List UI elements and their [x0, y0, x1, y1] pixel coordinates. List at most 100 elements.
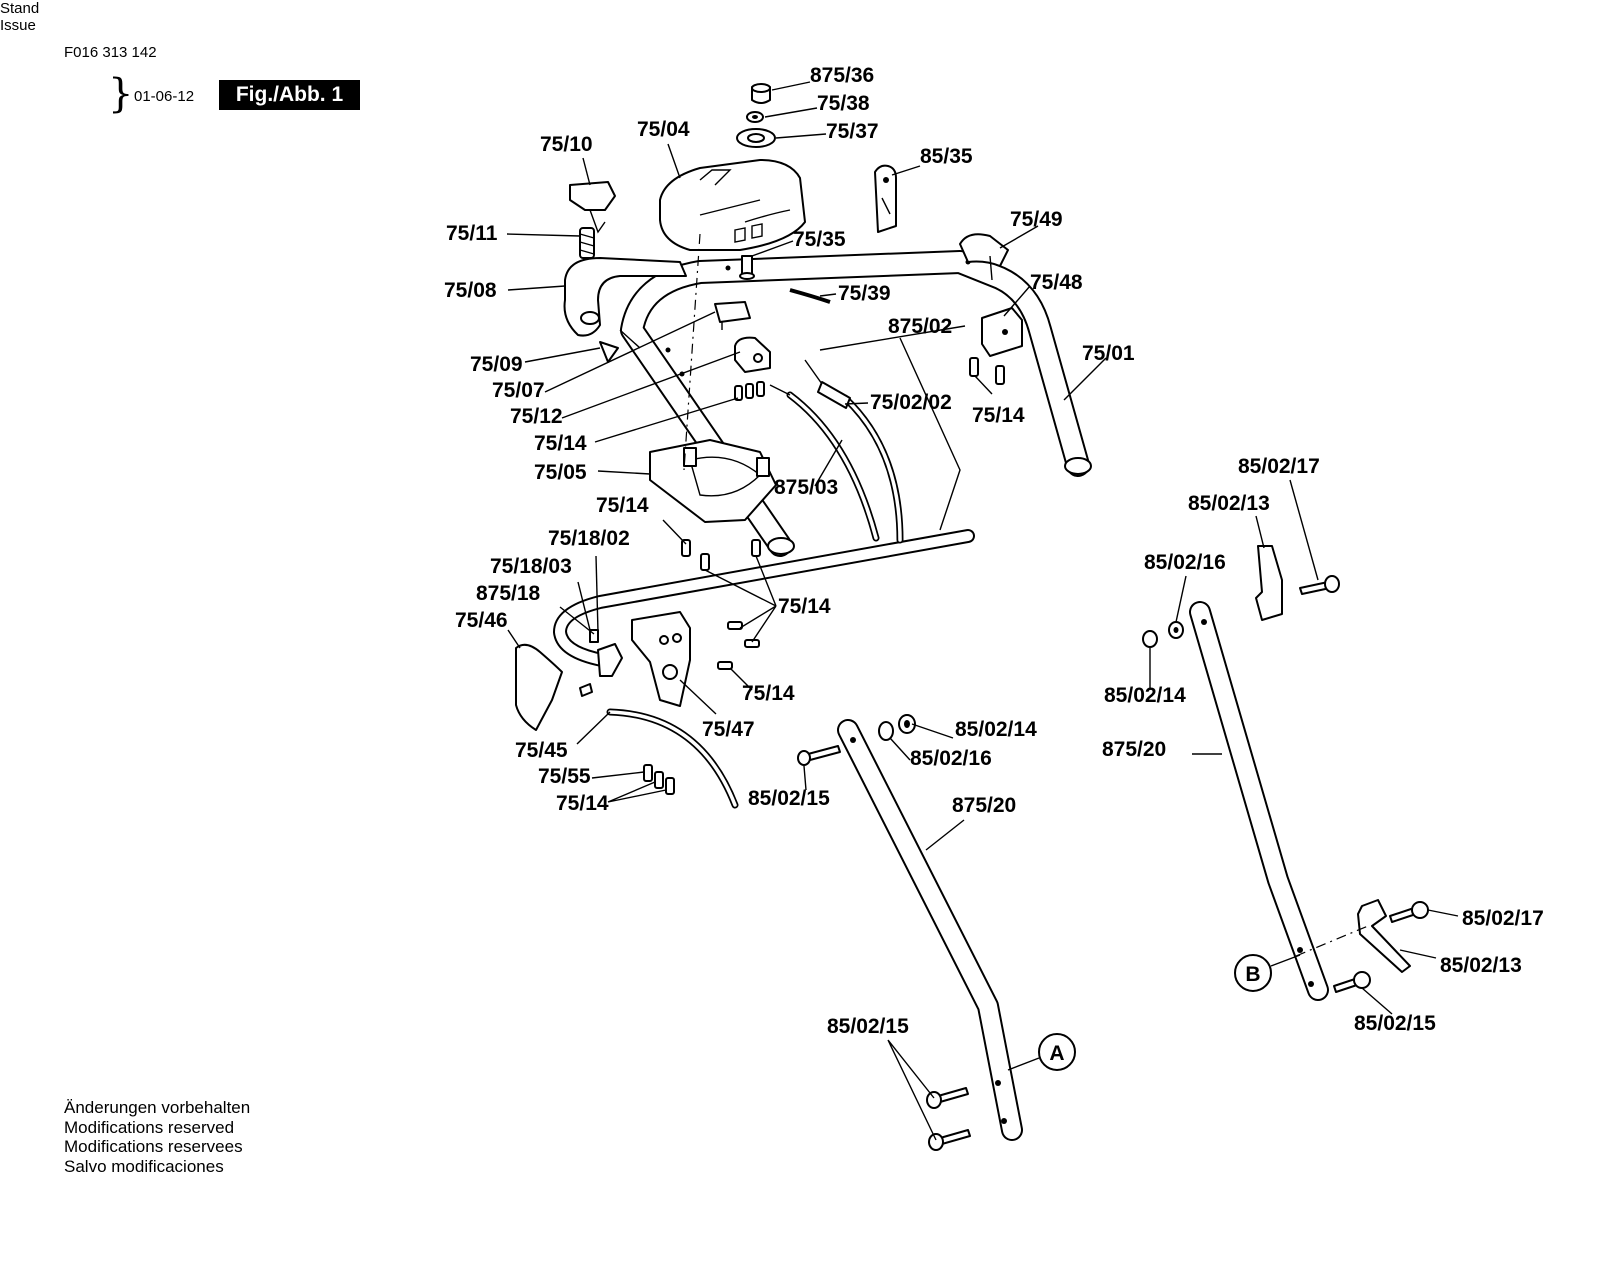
part-label: 75/39	[838, 282, 891, 305]
part-label: 875/20	[1102, 738, 1166, 761]
brace-glyph: }	[108, 71, 134, 117]
bolt-part	[1389, 901, 1429, 923]
note-line: Modifications reservees	[64, 1137, 243, 1156]
angle-bracket-part	[1255, 545, 1283, 621]
cable-part	[606, 359, 904, 809]
part-label: 75/14	[742, 682, 795, 705]
lower-tube-left-part	[837, 719, 1023, 1141]
part-label: 75/14	[534, 432, 587, 455]
part-label: 875/20	[952, 794, 1016, 817]
handle-frame-part	[620, 250, 1092, 557]
part-label: 85/02/13	[1440, 954, 1522, 977]
bolt-part	[1333, 971, 1371, 993]
part-label: 75/49	[1010, 208, 1063, 231]
part-label: 75/47	[702, 718, 755, 741]
switch-clip-part	[569, 181, 616, 234]
part-label: 75/09	[470, 353, 523, 376]
cable-segment-part	[789, 288, 831, 304]
issue-date: 01-06-12	[134, 88, 195, 105]
part-label: 85/02/15	[827, 1015, 909, 1038]
part-label: 75/55	[538, 765, 591, 788]
part-label: 85/02/16	[910, 747, 992, 770]
alignment-line	[1295, 925, 1369, 957]
screw-group-part	[734, 381, 765, 401]
callout-a-text: A	[1049, 1042, 1064, 1065]
leader-lines	[506, 81, 1459, 1141]
issue-block: Stand Issue	[0, 0, 320, 40]
bolt-part	[1299, 575, 1340, 595]
part-label: 75/46	[455, 609, 508, 632]
callout-b-text: B	[1245, 963, 1260, 986]
part-label: 85/02/17	[1238, 455, 1320, 478]
mounting-plate-part	[874, 164, 897, 233]
angle-bracket-part	[1357, 899, 1411, 973]
callout-b: B	[1234, 954, 1301, 992]
lever-part	[563, 257, 687, 337]
callout-a: A	[1007, 1033, 1076, 1071]
alignment-line	[683, 233, 701, 471]
modification-notes: Änderungen vorbehalten Modifications res…	[64, 1098, 250, 1176]
note-line: Salvo modificaciones	[64, 1156, 224, 1176]
screw-group-part	[969, 357, 1005, 385]
part-label: 85/02/13	[1188, 492, 1270, 515]
part-label: 85/02/15	[1354, 1012, 1436, 1035]
part-label: 85/02/14	[955, 718, 1037, 741]
top-cover-part	[659, 159, 806, 251]
issue-label: Issue	[0, 17, 36, 34]
bolt-part	[797, 745, 971, 1151]
part-label: 85/02/15	[748, 787, 830, 810]
part-label: 75/14	[778, 595, 831, 618]
catch-part	[599, 329, 641, 363]
side-bracket-part	[631, 611, 691, 707]
part-label: 75/35	[793, 228, 846, 251]
part-label: 75/05	[534, 461, 587, 484]
small-insert-part	[579, 683, 593, 697]
part-label: 75/02/02	[870, 391, 952, 414]
note-line: Modifications reserved	[64, 1117, 235, 1137]
switch-housing-part	[649, 439, 777, 523]
part-label: 75/37	[826, 120, 879, 143]
part-label: 85/35	[920, 145, 973, 168]
part-label: 75/11	[446, 222, 498, 245]
part-label: 875/18	[476, 582, 541, 605]
part-label: 85/02/16	[1144, 551, 1226, 574]
part-label: 75/14	[596, 494, 649, 517]
part-label: 875/02	[888, 315, 952, 338]
screw-part	[739, 255, 755, 280]
part-label: 875/36	[810, 64, 874, 87]
part-label: 85/02/17	[1462, 907, 1544, 930]
cable-clip-part	[734, 336, 771, 373]
part-label: 875/03	[774, 476, 838, 499]
stand-label: Stand	[0, 0, 40, 17]
lower-crossbar-part	[553, 529, 975, 667]
spring-part	[579, 227, 595, 259]
part-label: 75/01	[1082, 342, 1135, 365]
part-label: 75/14	[972, 404, 1025, 427]
part-label: 85/02/14	[1104, 684, 1186, 707]
screw-group-part	[681, 539, 761, 571]
side-cover-part	[515, 643, 563, 731]
part-label: 75/48	[1030, 271, 1083, 294]
screw-group-part	[643, 764, 675, 795]
part-label: 75/08	[444, 279, 497, 302]
part-label: 75/04	[637, 118, 690, 141]
bracket-part	[981, 307, 1023, 357]
part-label: 75/18/03	[490, 555, 572, 578]
switch-block-part	[714, 301, 751, 330]
cable-connector-part	[589, 629, 623, 677]
end-cap-part	[959, 233, 1009, 281]
washer-part	[878, 714, 916, 741]
figure-label: Fig./Abb. 1	[219, 80, 360, 110]
part-label: 75/38	[817, 92, 870, 115]
part-label: 75/12	[510, 405, 563, 428]
lower-tube-right-part	[1189, 601, 1329, 1001]
washer-part	[1142, 621, 1184, 648]
part-labels: 875/36 75/38 75/37 85/35 75/04 75/10 75/…	[444, 64, 1544, 1038]
document-number: F016 313 142	[64, 44, 157, 61]
knob-stack-part	[736, 83, 776, 148]
note-line: Änderungen vorbehalten	[64, 1098, 251, 1117]
part-label: 75/18/02	[548, 527, 630, 550]
part-label: 75/10	[540, 133, 593, 156]
part-label: 75/07	[492, 379, 545, 402]
